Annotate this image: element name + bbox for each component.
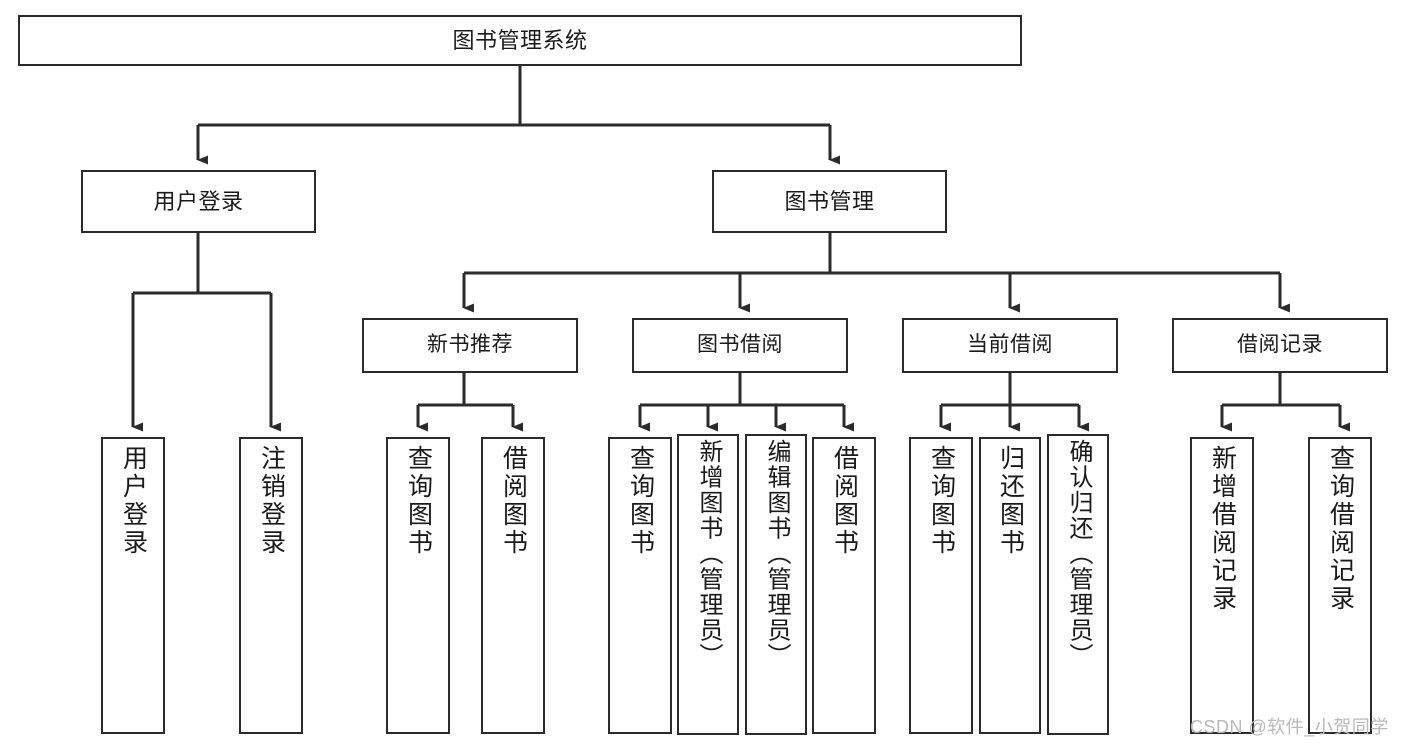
node-leaf-query-book-recommend[interactable]: 查询图书 <box>386 437 450 734</box>
node-root-book-management-system[interactable]: 图书管理系统 <box>18 15 1022 66</box>
node-leaf-edit-book-admin[interactable]: 编辑图书（管理员） <box>745 434 807 735</box>
node-label: 借阅记录 <box>1237 333 1323 357</box>
node-label: 借阅图书 <box>499 445 528 557</box>
node-leaf-query-book-borrow[interactable]: 查询图书 <box>608 437 672 734</box>
node-label: 图书借阅 <box>697 333 783 357</box>
node-label: 用户登录 <box>119 445 148 557</box>
node-label: 查询图书 <box>626 445 655 557</box>
node-label: 新增借阅记录 <box>1208 445 1237 613</box>
node-label: 查询图书 <box>404 445 433 557</box>
node-borrow-record[interactable]: 借阅记录 <box>1172 318 1388 373</box>
node-new-book-recommend[interactable]: 新书推荐 <box>362 318 578 373</box>
node-leaf-borrow-book[interactable]: 借阅图书 <box>812 437 876 734</box>
node-leaf-logout-login[interactable]: 注销登录 <box>239 437 303 734</box>
node-leaf-query-borrow-record[interactable]: 查询借阅记录 <box>1308 437 1372 734</box>
node-label: 注销登录 <box>257 445 286 557</box>
node-label: 查询借阅记录 <box>1326 445 1355 613</box>
node-leaf-return-book[interactable]: 归还图书 <box>979 437 1041 734</box>
csdn-watermark: CSDN @软件_小贺同学 <box>1190 717 1389 737</box>
node-current-borrow[interactable]: 当前借阅 <box>902 318 1118 373</box>
node-label: 确认归还（管理员） <box>1065 439 1092 669</box>
node-leaf-add-book-admin[interactable]: 新增图书（管理员） <box>677 434 739 735</box>
node-leaf-query-book-current[interactable]: 查询图书 <box>909 437 973 734</box>
node-label: 编辑图书（管理员） <box>763 439 790 669</box>
node-label: 借阅图书 <box>830 445 859 557</box>
node-leaf-confirm-return-admin[interactable]: 确认归还（管理员） <box>1047 434 1109 735</box>
node-book-management[interactable]: 图书管理 <box>712 170 947 233</box>
node-leaf-borrow-book-recommend[interactable]: 借阅图书 <box>481 437 545 734</box>
node-label: 归还图书 <box>996 445 1025 557</box>
node-label: 图书管理系统 <box>452 27 588 53</box>
node-label: 查询图书 <box>927 445 956 557</box>
node-label: 当前借阅 <box>967 333 1053 357</box>
node-leaf-add-borrow-record[interactable]: 新增借阅记录 <box>1190 437 1254 734</box>
node-user-login[interactable]: 用户登录 <box>81 170 316 233</box>
node-label: 用户登录 <box>153 188 244 214</box>
node-label: 新增图书（管理员） <box>695 439 722 669</box>
node-label: 图书管理 <box>784 188 875 214</box>
node-leaf-user-login[interactable]: 用户登录 <box>101 437 165 734</box>
node-label: 新书推荐 <box>427 333 513 357</box>
node-book-borrow[interactable]: 图书借阅 <box>632 318 848 373</box>
